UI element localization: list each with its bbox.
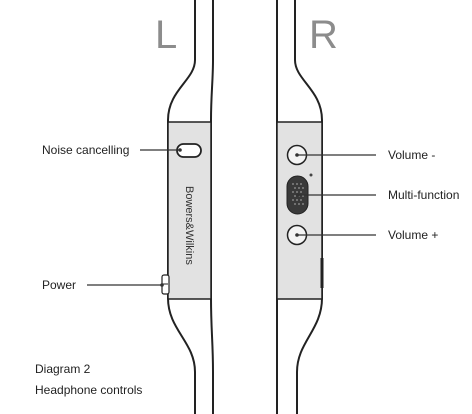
brand-logo: Bowers&Wilkins [183,186,195,265]
noise-cancelling-leader-dot [178,148,182,152]
volume-down-leader-dot [295,153,299,157]
multi-function-indicator-dot [309,173,313,177]
callout-lines [87,148,376,287]
left-remote [161,0,214,414]
left-side-label: L [155,13,178,57]
right-remote [275,0,324,414]
volume-down-label: Volume - [388,148,436,162]
caption-line-1: Diagram 2 [35,362,91,376]
caption-line-2: Headphone controls [35,383,143,397]
volume-up-label: Volume + [388,228,439,242]
power-leader-dot [160,283,164,287]
power-label: Power [42,278,77,292]
multi-function-label: Multi-function [388,188,460,202]
volume-up-leader-dot [295,233,299,237]
right-side-label: R [309,13,338,57]
multi-function-leader-dot [296,193,300,197]
noise-cancelling-label: Noise cancelling [42,143,130,157]
multi-function-texture [292,183,304,205]
